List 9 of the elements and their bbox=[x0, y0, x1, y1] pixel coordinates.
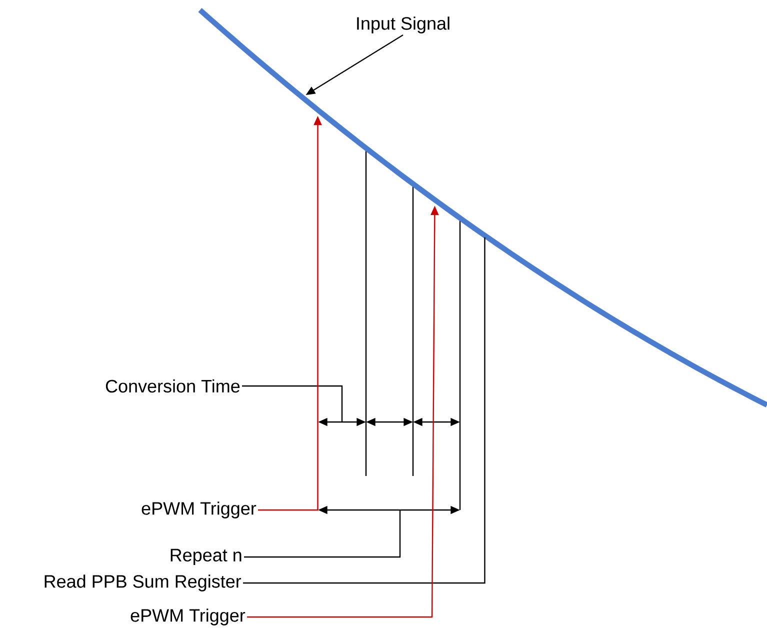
leader-line bbox=[243, 237, 486, 584]
leader-line bbox=[242, 385, 343, 422]
label: Conversion Time bbox=[106, 379, 240, 393]
label: ePWM Trigger bbox=[142, 502, 256, 518]
leader-line bbox=[244, 510, 401, 558]
signal-curve bbox=[198, 8, 767, 408]
label: ePWM Trigger bbox=[130, 608, 246, 626]
label: Repeat n bbox=[170, 548, 242, 566]
label: Read PPB Sum Register bbox=[44, 574, 242, 592]
